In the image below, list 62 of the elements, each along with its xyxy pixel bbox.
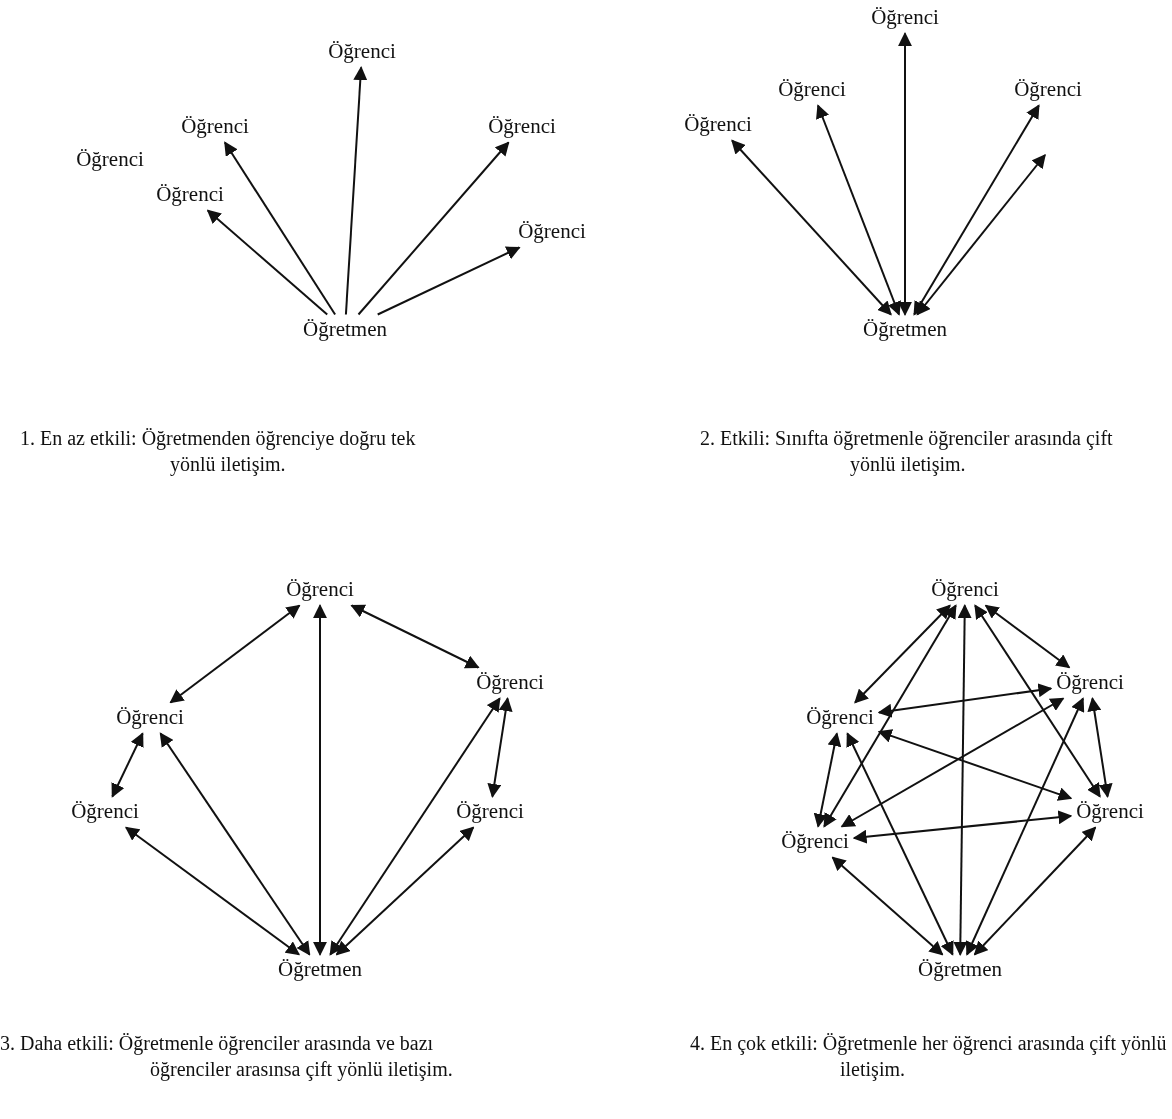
arrow [1087,697,1113,798]
node-label: Öğrenci [804,705,876,731]
caption: 3. Daha etkili: Öğretmenle öğrenciler arasında ve bazı öğrenciler arasınsa çift yönlü iletişim. [0,1031,454,1082]
arrow [111,732,144,798]
arrow [984,604,1071,669]
node-label: Öğrenci [1054,670,1126,696]
arrow [877,683,1053,718]
arrow [953,604,972,956]
node-label: Öğrenci [154,182,226,208]
arrow [974,604,1101,798]
arrow [344,66,368,316]
node-label: Öğrenci [114,705,186,731]
arrow [223,141,337,316]
arrow [335,826,475,956]
node-label: Öğrenci [284,577,356,603]
node-label: Öğrenci [779,829,851,855]
node-label: Öğrenci [1012,77,1084,103]
arrow [898,32,912,316]
node-label: Öğrenci [69,799,141,825]
arrow [487,697,513,798]
arrow [329,697,501,956]
arrow [854,604,951,704]
arrow [357,141,510,316]
arrow [124,826,301,956]
caption: 2. Etkili: Sınıfta öğretmenle öğrenciler arasında çift yönlü iletişim. [700,426,1114,477]
arrow [313,604,327,956]
arrow [813,732,842,828]
node-label: Öğretmen [916,957,1004,983]
node-label: Öğretmen [301,317,389,343]
node-label: Öğrenci [474,670,546,696]
caption: 1. En az etkili: Öğretmenden öğrenciye doğru tek yönlü iletişim. [20,426,417,477]
arrow [350,604,480,669]
node-label: Öğrenci [74,147,146,173]
arrow [852,810,1073,844]
node-label: Öğrenci [869,5,941,31]
node-label: Öğrenci [776,77,848,103]
caption: 4. En çok etkili: Öğretmenle her öğrenci arasında çift yönlü iletişim. [690,1031,1168,1082]
node-label: Öğrenci [454,799,526,825]
node-label: Öğrenci [1074,799,1146,825]
arrow [965,697,1085,956]
arrow [376,246,521,316]
node-label: Öğrenci [326,39,398,65]
arrow [823,604,957,828]
arrow [731,139,892,316]
node-label: Öğretmen [276,957,364,983]
arrow [840,697,1065,828]
arrow [846,732,954,956]
arrow [816,104,901,316]
arrow [831,856,944,956]
node-label: Öğrenci [682,112,754,138]
arrow [877,729,1073,801]
node-label: Öğretmen [861,317,949,343]
node-label: Öğrenci [516,219,588,245]
arrow [169,604,301,704]
arrow [916,153,1046,316]
arrow [913,104,1040,316]
node-label: Öğrenci [486,114,558,140]
arrow [973,826,1097,956]
arrow [159,732,311,956]
node-label: Öğrenci [179,114,251,140]
node-label: Öğrenci [929,577,1001,603]
arrow [206,209,329,316]
